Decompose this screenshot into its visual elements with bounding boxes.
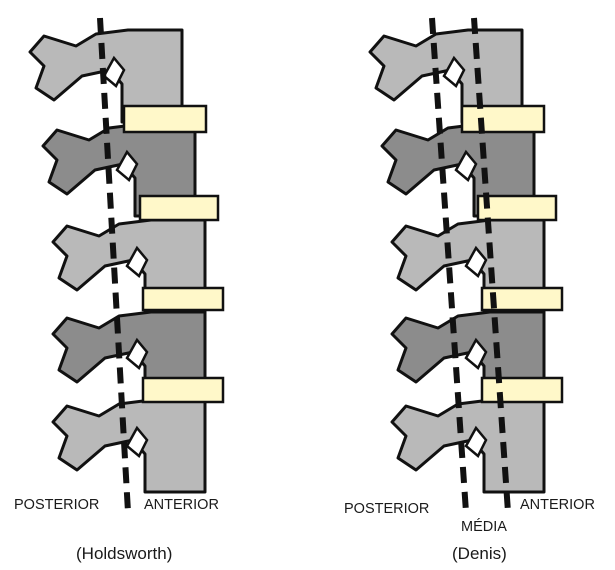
spine-denis [370, 18, 562, 512]
spine-holdsworth [30, 18, 223, 512]
denis-anterior-label: ANTERIOR [520, 498, 595, 513]
holdsworth-anterior-label: ANTERIOR [144, 498, 219, 513]
denis-middle-label: MÉDIA [461, 520, 507, 535]
holdsworth-posterior-label: POSTERIOR [14, 498, 99, 513]
denis-caption: (Denis) [452, 545, 507, 562]
holdsworth-caption: (Holdsworth) [76, 545, 172, 562]
disc-1 [124, 106, 206, 132]
vertebra-5 [392, 400, 544, 492]
disc-3 [143, 288, 223, 310]
disc-2 [140, 196, 218, 220]
disc-4 [143, 378, 223, 402]
disc-4 [482, 378, 562, 402]
disc-1 [462, 106, 544, 132]
denis-posterior-label: POSTERIOR [344, 502, 429, 517]
